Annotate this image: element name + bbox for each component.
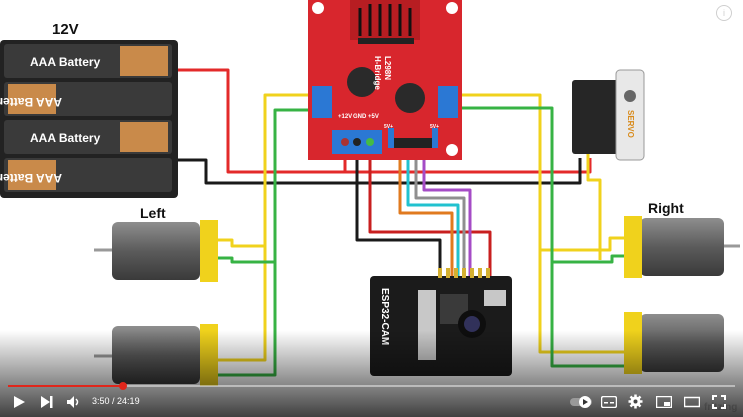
battery-voltage-label: 12V [52, 21, 79, 38]
driver-label-line2: H-Bridge [373, 56, 382, 90]
battery-pack: AAA Battery AAA Battery AAA Battery AAA … [0, 40, 178, 198]
left-motors-label: Left [140, 205, 166, 221]
motor-left-top [94, 220, 218, 282]
progress-scrubber[interactable] [118, 382, 127, 390]
camera-board-label: ESP32-CAM [379, 288, 390, 345]
battery-cell-label-2: AAA Battery [0, 95, 62, 109]
driver-pin-12v: +12V [338, 114, 352, 120]
subtitles-icon[interactable] [601, 396, 617, 408]
right-motors-label: Right [648, 200, 684, 216]
servo-label: SERVO [626, 110, 635, 138]
driver-pin-ena: 5V+ [384, 124, 393, 130]
fullscreen-icon[interactable] [712, 395, 726, 409]
servo-motor: SERVO [572, 69, 645, 161]
volume-icon[interactable] [66, 395, 82, 409]
driver-label-line1: L298N [383, 56, 392, 80]
autoplay-toggle-icon[interactable] [570, 396, 592, 408]
motor-right-top [624, 216, 740, 278]
progress-bar[interactable] [8, 382, 735, 390]
theater-mode-icon[interactable] [684, 396, 700, 408]
info-icon[interactable]: i [716, 5, 732, 21]
l298n-driver-board: L298N H-Bridge +12V GND +5V 5V+ 5V+ [308, 0, 462, 160]
controls-gradient [0, 330, 743, 417]
next-icon[interactable] [40, 395, 54, 409]
progress-played [8, 385, 123, 387]
play-icon[interactable] [12, 395, 26, 409]
battery-cell-label-3: AAA Battery [30, 131, 101, 145]
battery-cell-label-1: AAA Battery [30, 55, 101, 69]
miniplayer-icon[interactable] [656, 396, 672, 408]
driver-pin-gnd: GND [353, 114, 367, 120]
battery-cell-label-4: AAA Battery [0, 171, 62, 185]
gear-icon[interactable] [628, 394, 643, 409]
driver-pin-enb: 5V+ [430, 124, 439, 130]
driver-pin-5v: +5V [368, 114, 379, 120]
